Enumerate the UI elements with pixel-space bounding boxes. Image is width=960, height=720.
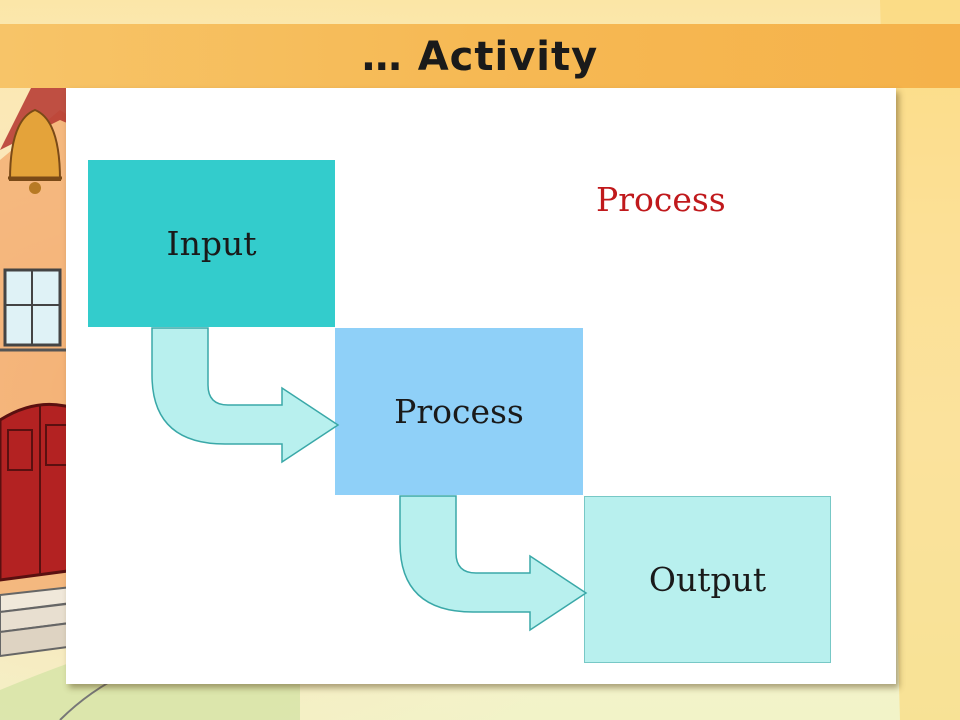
slide-title: … Activity — [361, 34, 599, 80]
input-box-label: Input — [166, 224, 257, 263]
output-box: Output — [584, 496, 831, 663]
process-box-label: Process — [394, 392, 524, 431]
bell-icon — [8, 108, 62, 194]
output-box-label: Output — [648, 560, 767, 599]
input-box: Input — [88, 160, 335, 327]
process-box: Process — [335, 328, 583, 495]
window-icon — [0, 268, 80, 352]
title-banner — [0, 24, 960, 88]
side-label-process: Process — [596, 180, 726, 219]
door-icon — [0, 402, 80, 582]
